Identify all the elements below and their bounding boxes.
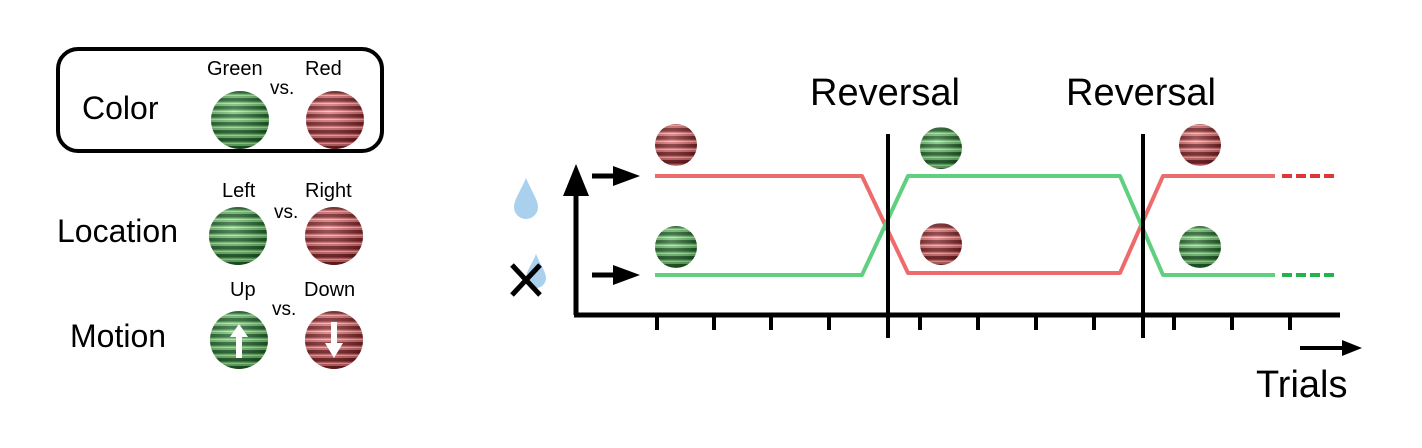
location-option-b-label: Right bbox=[305, 180, 352, 202]
arrow-down-icon bbox=[325, 322, 343, 358]
motion-option-b-label: Down bbox=[304, 279, 356, 301]
red-grating-stimulus bbox=[655, 124, 697, 166]
color-feature-box bbox=[56, 47, 384, 153]
motion-feature-title: Motion bbox=[70, 318, 167, 354]
green-grating-stimulus bbox=[1179, 226, 1221, 268]
green-grating-up-stimulus bbox=[210, 311, 268, 369]
color-vs-label: vs. bbox=[270, 78, 295, 99]
trials-direction-arrow bbox=[1300, 340, 1362, 356]
x-axis-ticks bbox=[655, 315, 1292, 330]
green-grating-stimulus bbox=[655, 226, 697, 268]
red-grating-stimulus bbox=[306, 91, 364, 149]
green-grating-stimulus bbox=[209, 207, 267, 265]
location-vs-label: vs. bbox=[274, 202, 299, 223]
y-axis bbox=[563, 164, 589, 315]
red-grating-stimulus bbox=[920, 223, 962, 265]
reversal-label-1: Reversal bbox=[810, 72, 960, 114]
motion-vs-label: vs. bbox=[272, 299, 297, 320]
rewarded-level-arrow bbox=[592, 166, 640, 186]
arrow-up-icon bbox=[230, 324, 248, 358]
color-option-a-label: Green bbox=[207, 58, 263, 80]
x-axis-label: Trials bbox=[1256, 364, 1348, 406]
red-grating-stimulus bbox=[305, 207, 363, 265]
red-grating-stimulus bbox=[1179, 124, 1221, 166]
green-grating-stimulus bbox=[211, 91, 269, 149]
color-option-b-label: Red bbox=[305, 58, 342, 80]
green-grating-stimulus bbox=[920, 127, 962, 169]
location-feature-title: Location bbox=[57, 213, 178, 249]
y-axis-arrowhead bbox=[563, 164, 589, 196]
no-water-drop-icon bbox=[510, 254, 546, 297]
green-stimulus-line bbox=[655, 174, 1275, 277]
color-feature-title: Color bbox=[82, 90, 159, 126]
water-drop-icon bbox=[514, 178, 538, 219]
reversal-timeline-diagram bbox=[510, 124, 1340, 338]
motion-option-a-label: Up bbox=[230, 279, 256, 301]
red-grating-down-stimulus bbox=[305, 311, 363, 369]
location-option-a-label: Left bbox=[222, 180, 256, 202]
red-stimulus-line bbox=[655, 174, 1275, 275]
reversal-label-2: Reversal bbox=[1066, 72, 1216, 114]
unrewarded-level-arrow bbox=[592, 265, 640, 285]
